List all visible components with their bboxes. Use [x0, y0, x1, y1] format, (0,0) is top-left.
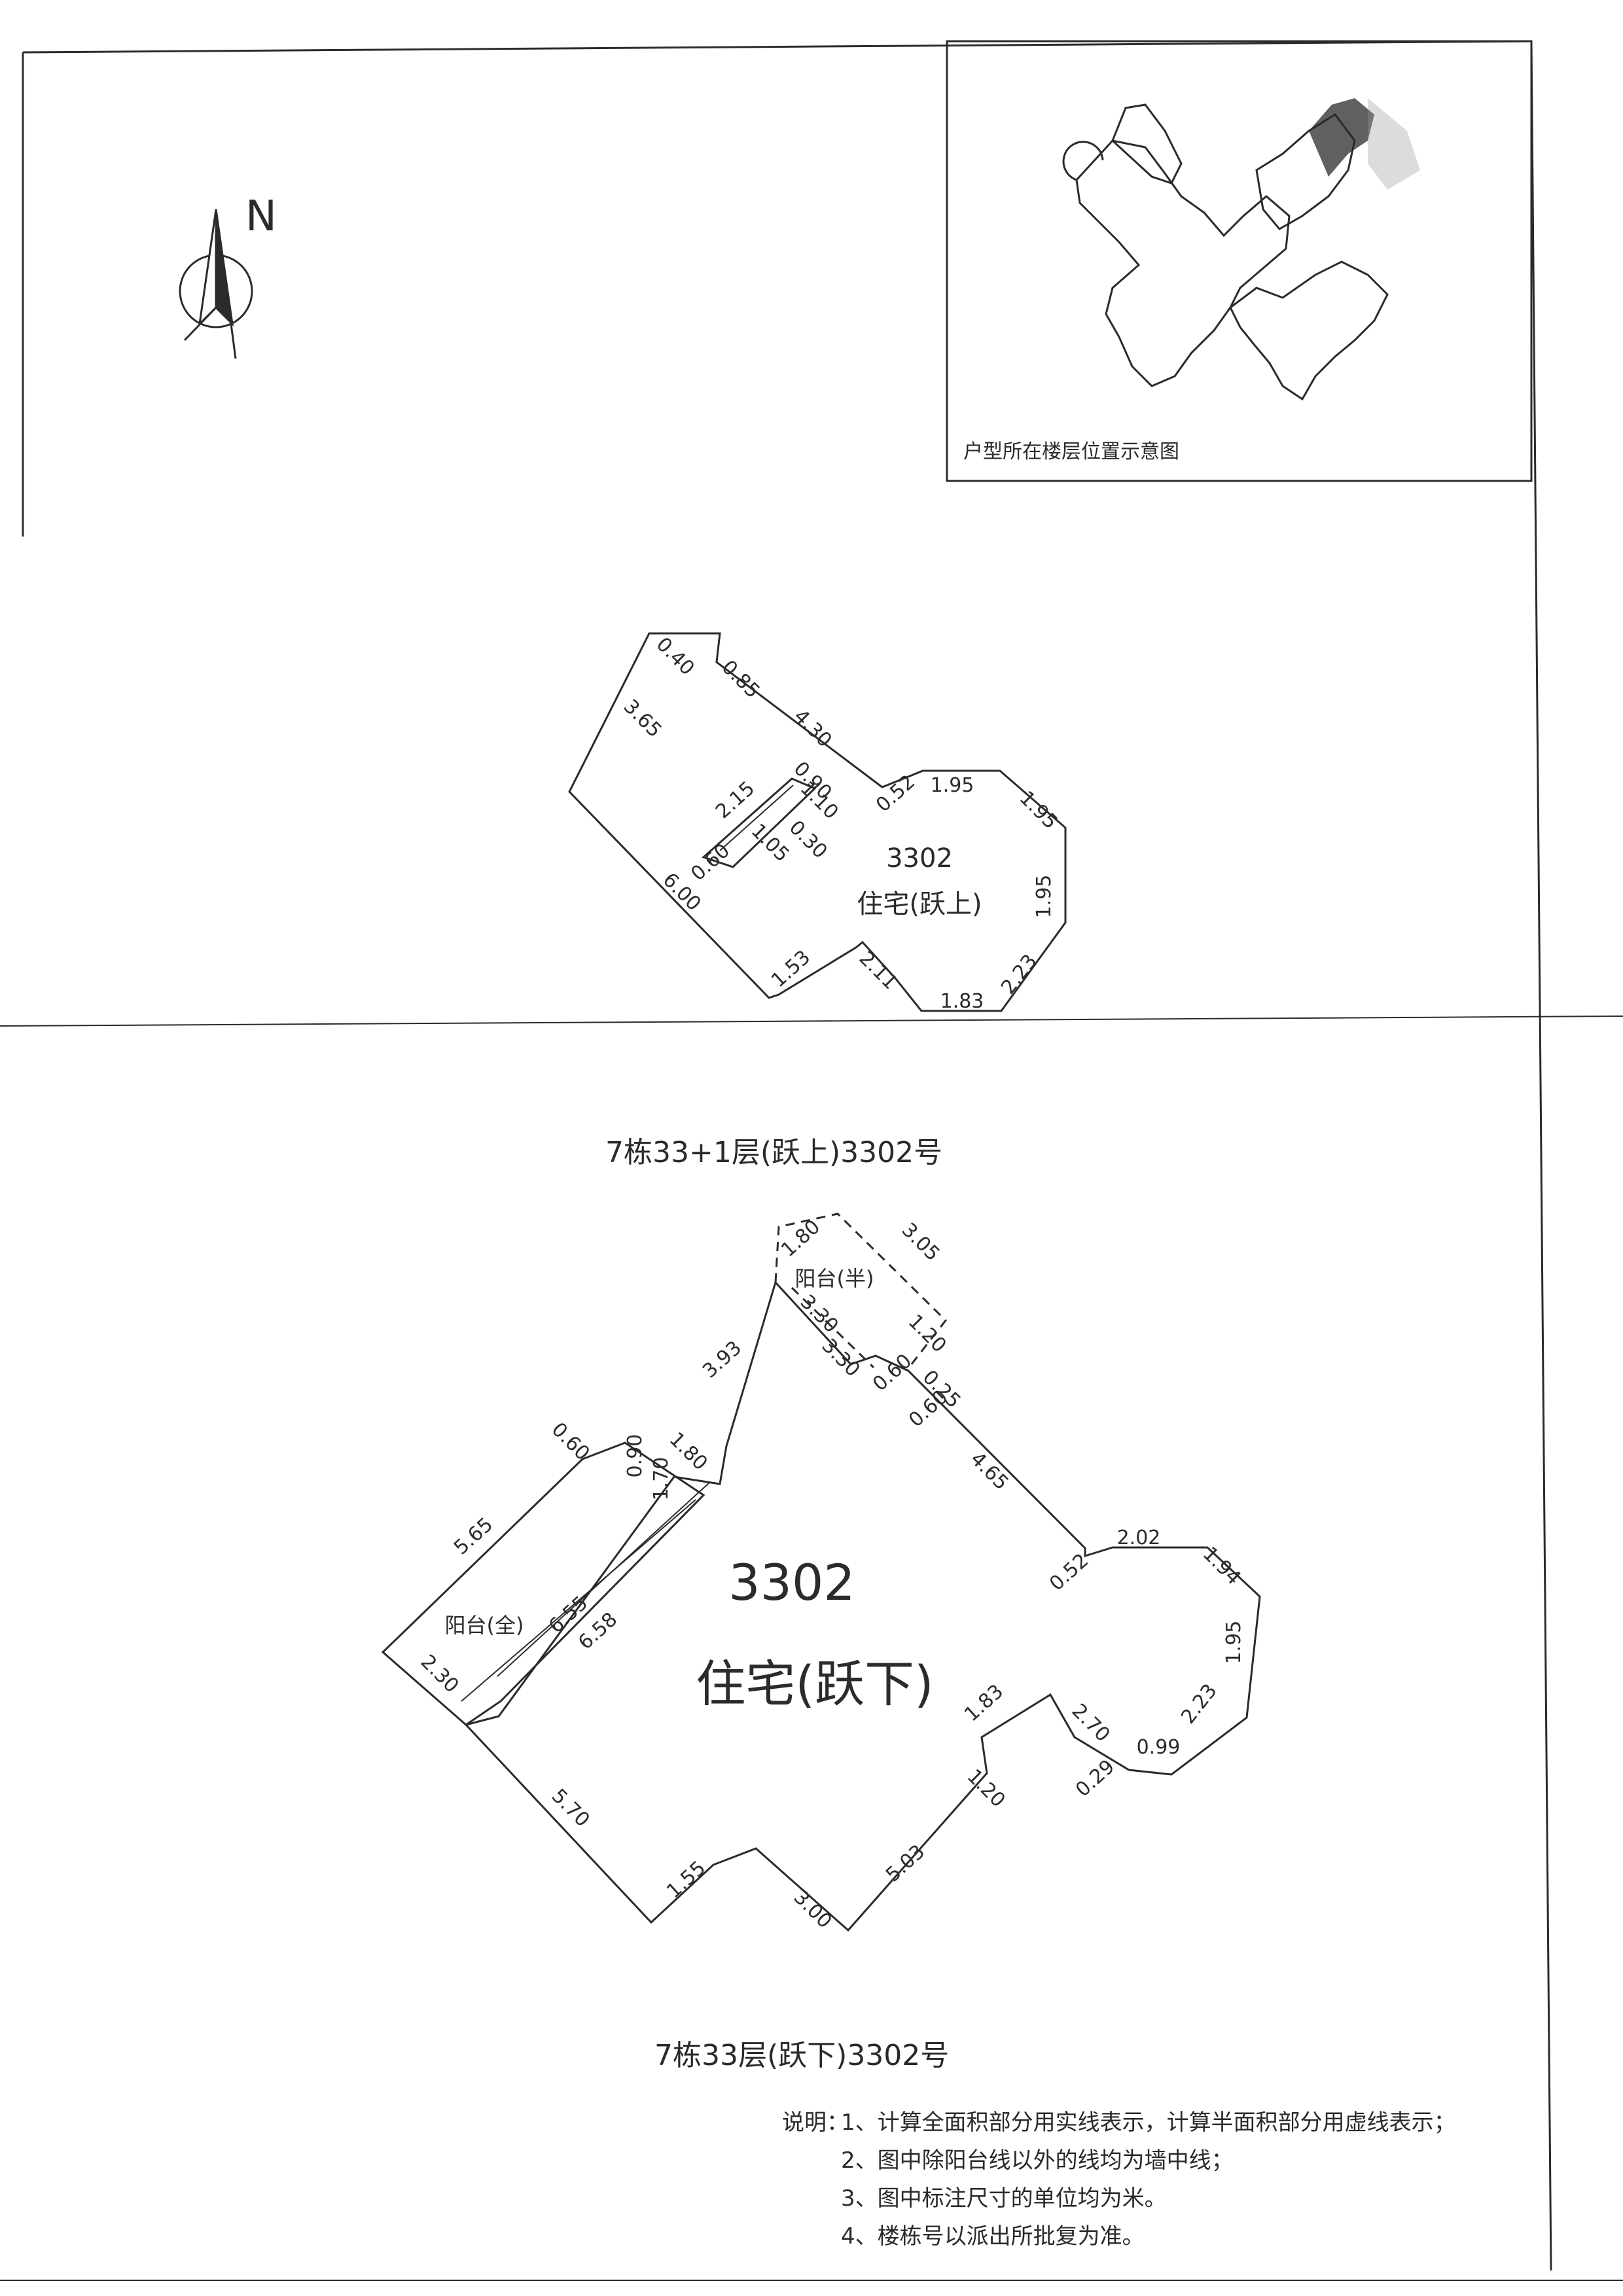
lower-dimension-label: 1.94: [1198, 1542, 1245, 1589]
lower-dimension-label: 3.05: [897, 1218, 944, 1265]
full-balcony-outline: [381, 1441, 705, 1726]
lower-room-type: 住宅(跃下): [696, 1655, 933, 1713]
upper-dimension-label: 4.30: [789, 705, 836, 752]
upper-room-number: 3302: [886, 843, 953, 874]
location-plan-caption: 户型所在楼层位置示意图: [963, 440, 1179, 463]
half-balcony-label: 阳台(半): [795, 1266, 874, 1291]
sheet-frame: [0, 40, 1623, 2281]
note-item: 3、图中标注尺寸的单位均为米。: [841, 2185, 1167, 2212]
upper-floor-caption: 7栋33+1层(跃上)3302号: [605, 1136, 943, 1169]
lower-dimension-label: 2.23: [1177, 1680, 1222, 1728]
upper-floor-outline: [568, 632, 1067, 1012]
lower-dimension-label: 2.70: [1067, 1699, 1115, 1746]
upper-dimension-label: 1.83: [940, 990, 984, 1013]
upper-dimension-label: 1.95: [1033, 875, 1056, 919]
lower-dimension-label: 1.20: [904, 1310, 951, 1357]
upper-dimension-label: 2.11: [855, 947, 902, 994]
lower-dimension-label: 5.70: [547, 1784, 594, 1831]
lower-floor-main-outline: [464, 1280, 1261, 1932]
upper-dimension-label: 0.40: [652, 633, 699, 680]
upper-dimension-label: 0.60: [687, 839, 734, 886]
notes-list: 1、计算全面积部分用实线表示，计算半面积部分用虚线表示； 2、图中除阳台线以外的…: [782, 2104, 1456, 2255]
lower-dimension-label: 3.30: [817, 1334, 865, 1381]
lower-dimension-label: 1.95: [1222, 1621, 1245, 1665]
upper-dimension-label: 3.65: [619, 695, 666, 742]
stair-opening: [702, 777, 817, 868]
lower-dimension-label: 0.90: [624, 1434, 647, 1478]
upper-dimension-label: 0.85: [717, 656, 764, 703]
upper-dimension-label: 1.95: [931, 774, 974, 797]
lower-dimension-label: 2.30: [416, 1650, 463, 1697]
lower-floor-caption: 7栋33层(跃下)3302号: [654, 2039, 950, 2072]
upper-dimension-label: 1.95: [1015, 786, 1062, 834]
upper-floor-plan: [568, 632, 1067, 1012]
adjacent-building-shading: [1309, 98, 1420, 190]
lower-dimension-label: 0.99: [1137, 1736, 1181, 1759]
location-plan-inset: 户型所在楼层位置示意图: [946, 40, 1533, 482]
north-arrow-icon: [179, 209, 253, 359]
lower-dimension-label: 1.83: [960, 1680, 1008, 1727]
building-site-outline: [1062, 103, 1389, 401]
upper-dimension-label: 1.05: [747, 819, 794, 866]
lower-dimension-label: 0.29: [1071, 1756, 1119, 1802]
upper-dimension-label: 0.30: [785, 816, 832, 863]
north-label: N: [245, 192, 277, 241]
upper-dimension-label: 1.53: [767, 946, 815, 993]
notes-block: 说明： 1、计算全面积部分用实线表示，计算半面积部分用虚线表示； 2、图中除阳台…: [782, 2104, 1456, 2255]
half-balcony-dashed-outline: [774, 1212, 948, 1371]
note-item: 2、图中除阳台线以外的线均为墙中线；: [841, 2147, 1234, 2174]
lower-dimension-label: 1.55: [662, 1857, 710, 1903]
upper-dimension-label: 2.15: [711, 777, 759, 824]
lower-dimension-label: 1.80: [777, 1216, 825, 1262]
lower-dimension-label: 3.93: [698, 1337, 746, 1383]
lower-dimension-label: 2.02: [1117, 1527, 1161, 1549]
upper-dimension-label: 0.52: [872, 771, 919, 817]
full-balcony-label: 阳台(全): [445, 1613, 524, 1638]
notes-prefix: 说明：: [782, 2110, 849, 2136]
lower-room-number: 3302: [728, 1553, 855, 1612]
lower-floor-plan: [381, 1280, 1261, 1932]
lower-dimension-label: 5.65: [450, 1513, 497, 1560]
upper-room-type: 住宅(跃上): [857, 889, 982, 919]
lower-dimension-label: 1.70: [650, 1457, 673, 1501]
lower-dimension-label: 1.20: [963, 1765, 1010, 1812]
lower-dimension-label: 4.65: [966, 1447, 1013, 1494]
note-item: 4、楼栋号以派出所批复为准。: [841, 2223, 1145, 2250]
lower-dimension-label: 3.00: [789, 1886, 836, 1933]
note-item: 1、计算全面积部分用实线表示，计算半面积部分用虚线表示；: [841, 2110, 1456, 2136]
upper-dimension-label: 2.23: [997, 950, 1042, 998]
